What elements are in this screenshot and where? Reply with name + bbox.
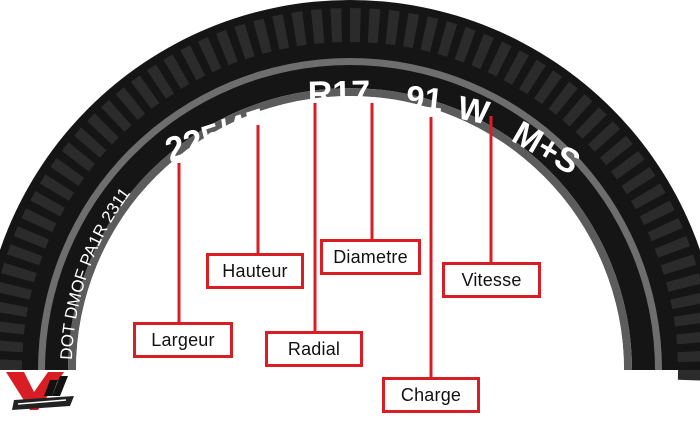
tread-block <box>6 244 43 266</box>
tread-block <box>420 16 439 52</box>
construction-text: R17 <box>307 74 370 113</box>
charge-label: Charge <box>382 377 480 413</box>
tread-pattern <box>0 8 700 381</box>
tread-block <box>670 292 700 310</box>
tread-block <box>198 37 222 73</box>
tread-block <box>350 8 361 43</box>
tread-block <box>677 370 700 381</box>
tread-block <box>310 9 325 44</box>
tread-block <box>660 254 697 275</box>
tread-block <box>403 12 420 49</box>
tread-block <box>611 150 645 180</box>
tread-block <box>588 121 621 152</box>
tread-block <box>562 94 593 127</box>
callout-lines <box>177 103 493 380</box>
vitesse-label: Vitesse <box>442 262 541 298</box>
tread-block <box>471 33 494 69</box>
tread-block <box>548 81 578 115</box>
tread-block <box>437 21 458 57</box>
tread-block <box>87 113 119 145</box>
tread-block <box>575 107 607 139</box>
tread-block <box>74 127 107 158</box>
tread-block <box>163 54 190 89</box>
tread-block <box>21 208 57 233</box>
tread-block <box>367 8 381 44</box>
tread-block <box>115 87 146 120</box>
tread-block <box>654 236 691 258</box>
tread-block <box>272 14 290 50</box>
tread-block <box>519 59 546 95</box>
tread-block <box>0 340 24 353</box>
tread-block <box>0 281 32 300</box>
tread-block <box>631 183 666 210</box>
tread-block <box>0 301 28 317</box>
tread-block <box>677 351 700 362</box>
tread-block <box>216 29 238 66</box>
tread-block <box>503 50 529 85</box>
tread-block <box>1 262 37 283</box>
brand-logo-icon <box>6 372 74 410</box>
tread-block <box>13 226 49 249</box>
tread-block <box>385 10 400 46</box>
tread-block <box>50 158 85 186</box>
tread-block <box>647 218 683 242</box>
tread-block <box>454 26 476 63</box>
tread-block <box>39 174 75 201</box>
diametre-label: Diametre <box>320 239 421 275</box>
tread-block <box>621 166 656 195</box>
tread-block <box>253 18 272 54</box>
tread-block <box>676 331 700 345</box>
tread-block <box>291 11 307 47</box>
tread-block <box>0 321 26 335</box>
tread-block <box>101 99 132 132</box>
radial-label: Radial <box>265 331 363 367</box>
load-index-text: 91 <box>404 78 444 119</box>
tread-block <box>0 359 23 370</box>
tread-block <box>234 23 255 60</box>
tread-block <box>130 75 160 109</box>
tread-block <box>61 142 95 172</box>
hauteur-label: Hauteur <box>206 253 304 289</box>
tread-block <box>180 45 206 81</box>
tread-block <box>30 191 65 217</box>
tread-block <box>330 8 342 43</box>
largeur-label: Largeur <box>133 322 233 358</box>
tread-block <box>487 41 512 77</box>
tread-block <box>673 312 700 327</box>
tread-block <box>534 70 562 105</box>
tread-block <box>146 64 175 99</box>
tread-block <box>666 273 700 292</box>
tread-block <box>600 135 633 166</box>
tread-block <box>639 200 675 226</box>
